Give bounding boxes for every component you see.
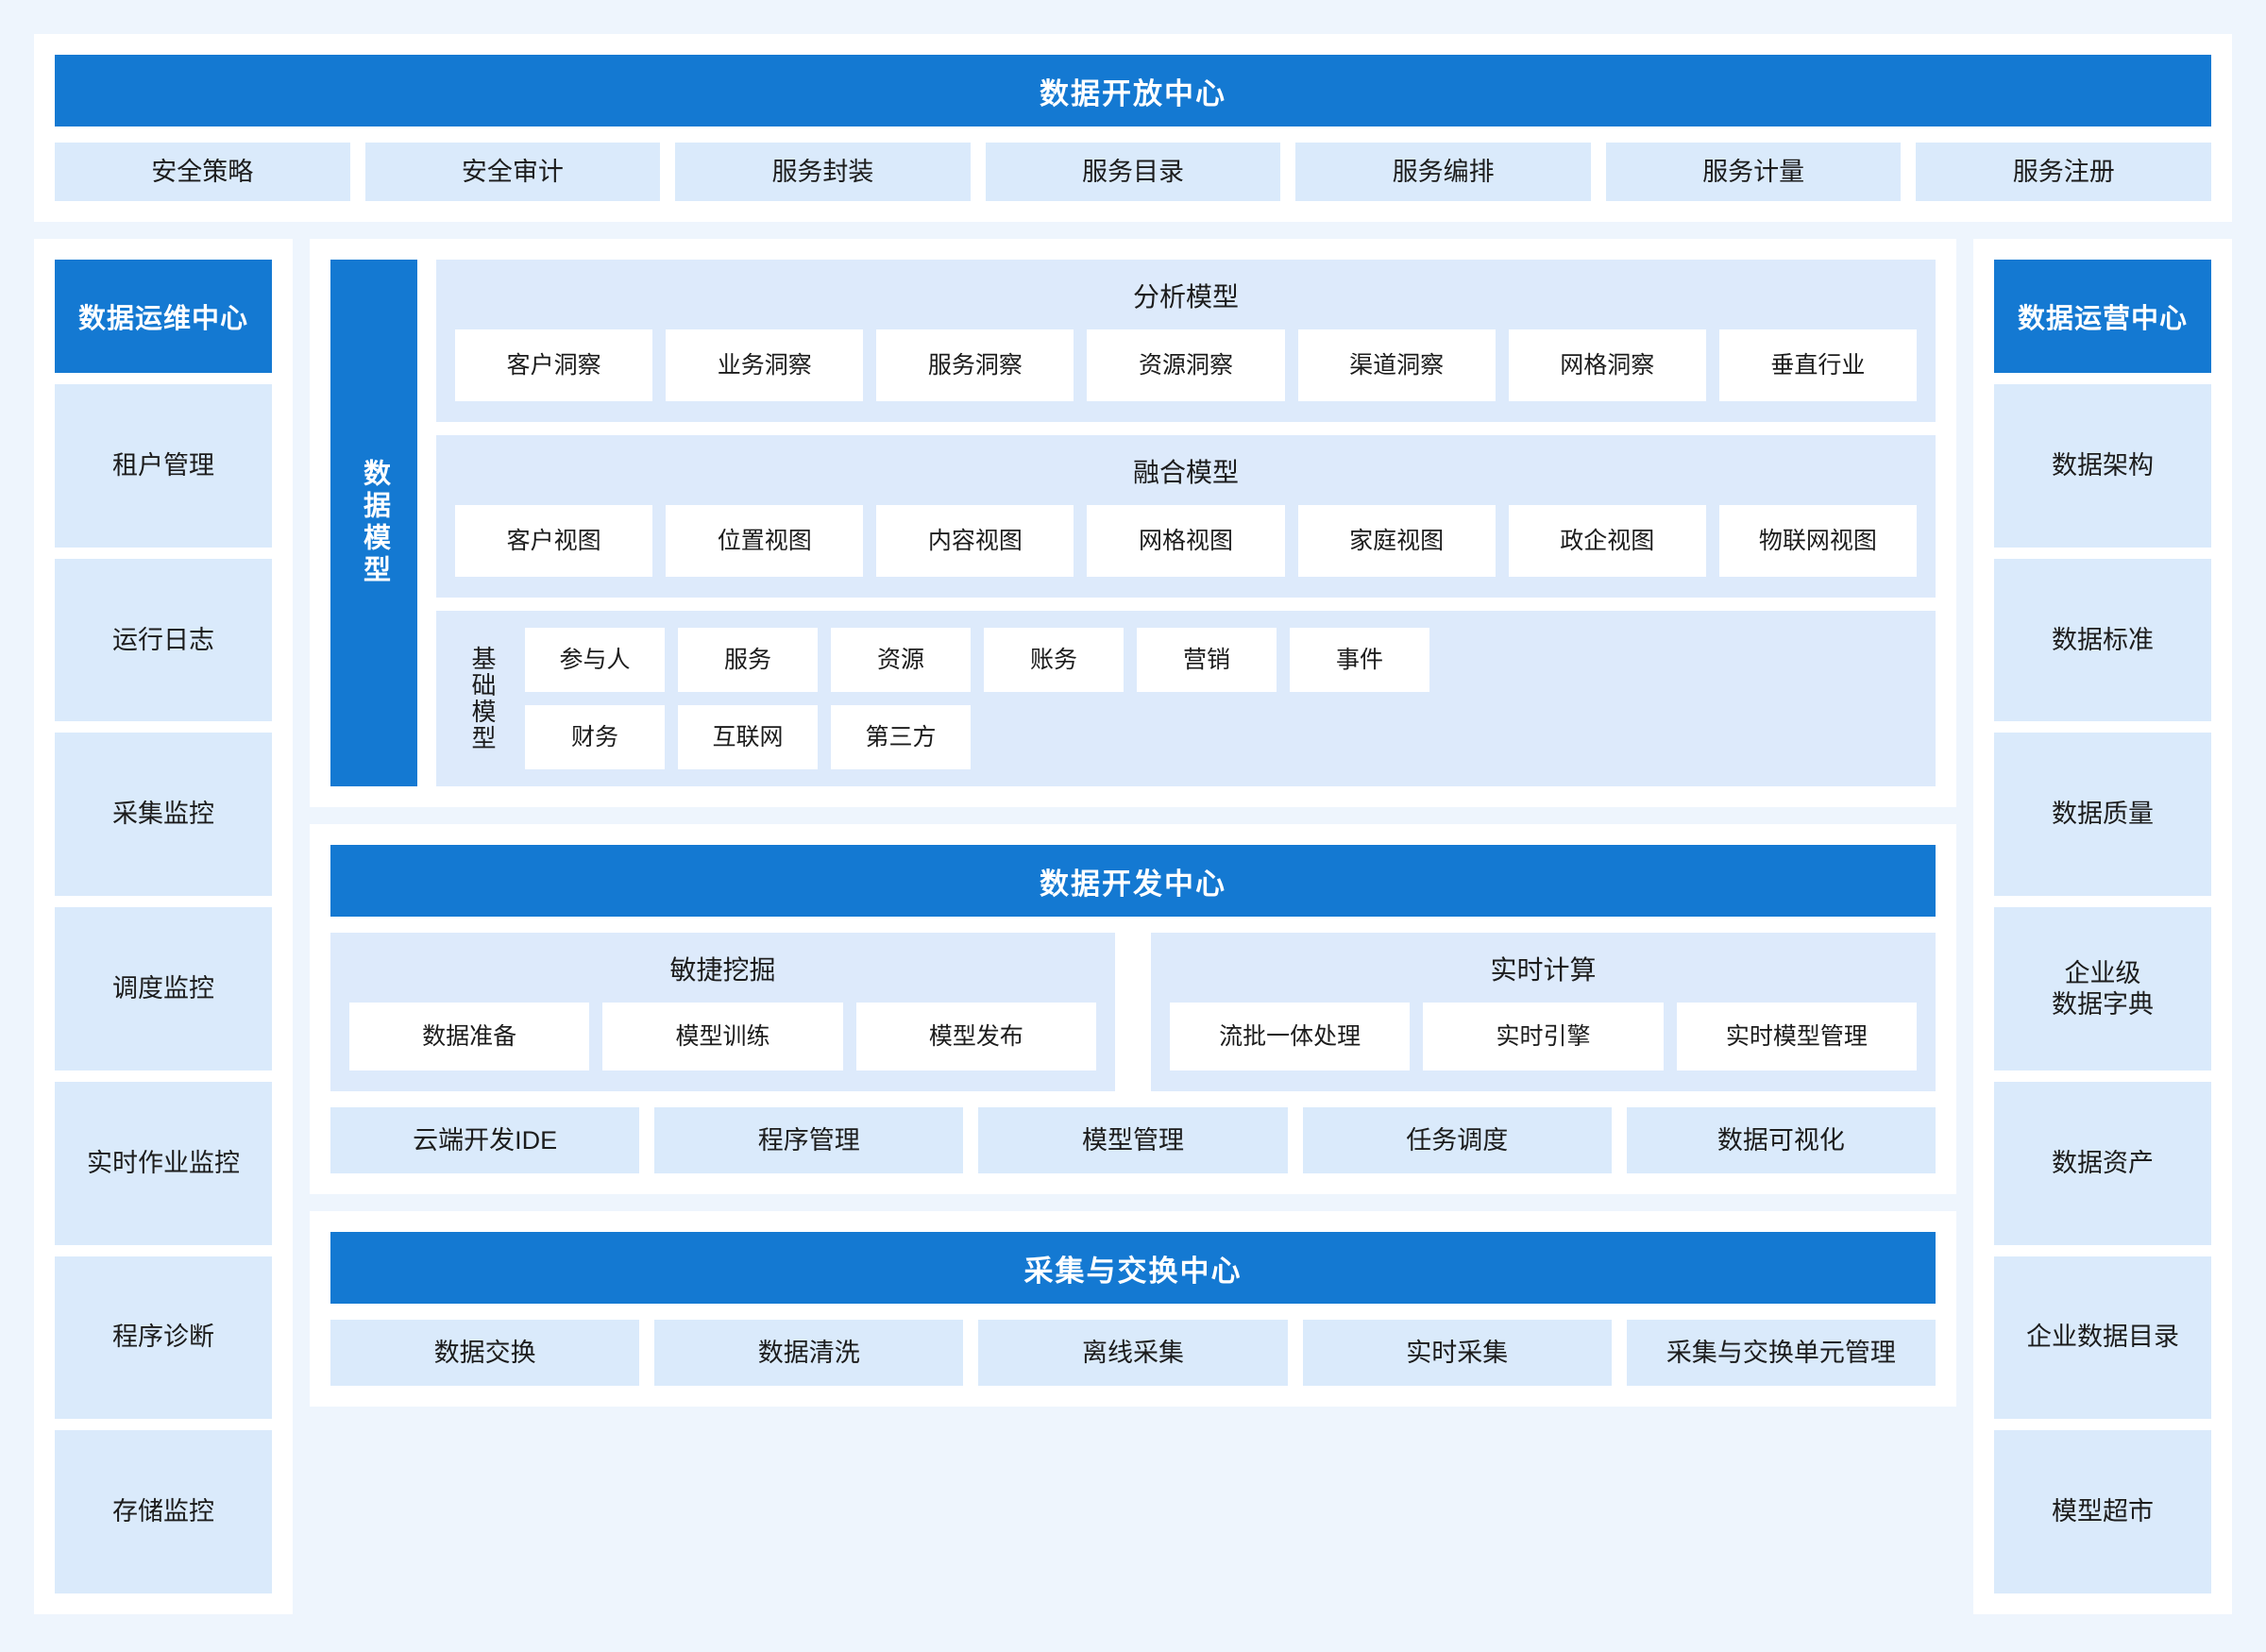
- ops-center-item-2[interactable]: 采集监控: [55, 733, 272, 897]
- collect-center-item-1[interactable]: 数据清洗: [654, 1320, 964, 1386]
- open-center-item-6[interactable]: 服务注册: [1916, 143, 2212, 201]
- collect-center-panel: 采集与交换中心 数据交换 数据清洗 离线采集 实时采集 采集与交换单元管理: [310, 1211, 1956, 1407]
- fusion-model-item-4[interactable]: 家庭视图: [1297, 505, 1496, 577]
- ops-center-panel: 数据运维中心 租户管理 运行日志 采集监控 调度监控 实时作业监控 程序诊断 存…: [34, 239, 293, 1614]
- open-center-item-5[interactable]: 服务计量: [1605, 143, 1902, 201]
- fusion-model-item-6[interactable]: 物联网视图: [1718, 505, 1917, 577]
- open-center-panel: 数据开放中心 安全策略 安全审计 服务封装 服务目录 服务编排 服务计量 服务注…: [34, 34, 2232, 222]
- analysis-model-item-4[interactable]: 渠道洞察: [1297, 329, 1496, 401]
- base-model-group: 基础模型 参与人 服务 资源 账务 营销 事件: [436, 611, 1936, 786]
- dev-center-bottom-items: 云端开发IDE 程序管理 模型管理 任务调度 数据可视化: [330, 1107, 1936, 1173]
- collect-center-items: 数据交换 数据清洗 离线采集 实时采集 采集与交换单元管理: [330, 1320, 1936, 1386]
- collect-center-item-4[interactable]: 采集与交换单元管理: [1626, 1320, 1936, 1386]
- operation-center-panel: 数据运营中心 数据架构 数据标准 数据质量 企业级数据字典 数据资产 企业数据目…: [1973, 239, 2232, 1614]
- fusion-model-item-2[interactable]: 内容视图: [876, 505, 1074, 577]
- base-model-item-8[interactable]: 第三方: [831, 705, 971, 769]
- fusion-model-items: 客户视图 位置视图 内容视图 网格视图 家庭视图 政企视图 物联网视图: [455, 505, 1917, 577]
- data-model-side-label-text: 数据模型: [359, 459, 390, 587]
- operation-center-item-1[interactable]: 数据标准: [1994, 558, 2211, 722]
- analysis-model-item-3[interactable]: 资源洞察: [1087, 329, 1285, 401]
- base-model-item-6[interactable]: 财务: [525, 705, 665, 769]
- ops-center-item-0[interactable]: 租户管理: [55, 384, 272, 548]
- analysis-model-title: 分析模型: [1132, 282, 1239, 312]
- collect-center-title: 采集与交换中心: [330, 1232, 1936, 1304]
- collect-center-item-2[interactable]: 离线采集: [978, 1320, 1288, 1386]
- ops-center-title: 数据运维中心: [55, 260, 272, 373]
- open-center-item-3[interactable]: 服务目录: [985, 143, 1281, 201]
- ops-center-item-5[interactable]: 程序诊断: [55, 1256, 272, 1420]
- analysis-model-item-1[interactable]: 业务洞察: [666, 329, 864, 401]
- dev-center-bottom-item-3[interactable]: 任务调度: [1302, 1107, 1612, 1173]
- agile-mining-items: 数据准备 模型训练 模型发布: [349, 1003, 1096, 1070]
- operation-center-item-4[interactable]: 数据资产: [1994, 1081, 2211, 1245]
- base-model-item-4[interactable]: 营销: [1137, 628, 1277, 692]
- fusion-model-group: 融合模型 客户视图 位置视图 内容视图 网格视图 家庭视图 政企视图 物联网视图: [436, 435, 1936, 598]
- analysis-model-item-0[interactable]: 客户洞察: [455, 329, 653, 401]
- operation-center-title: 数据运营中心: [1994, 260, 2211, 373]
- dev-center-bottom-item-4[interactable]: 数据可视化: [1626, 1107, 1936, 1173]
- main-body: 数据运维中心 租户管理 运行日志 采集监控 调度监控 实时作业监控 程序诊断 存…: [34, 239, 2232, 1614]
- open-center-item-0[interactable]: 安全策略: [55, 143, 350, 201]
- open-center-items: 安全策略 安全审计 服务封装 服务目录 服务编排 服务计量 服务注册: [55, 143, 2212, 201]
- open-center-item-1[interactable]: 安全审计: [364, 143, 661, 201]
- base-model-rows: 参与人 服务 资源 账务 营销 事件 财务 互联网 第三方: [525, 628, 1917, 769]
- realtime-compute-title: 实时计算: [1490, 955, 1597, 985]
- realtime-compute-group: 实时计算 流批一体处理 实时引擎 实时模型管理: [1151, 933, 1936, 1091]
- agile-mining-title: 敏捷挖掘: [669, 955, 776, 985]
- base-model-row-1: 参与人 服务 资源 账务 营销 事件: [525, 628, 1917, 692]
- analysis-model-item-2[interactable]: 服务洞察: [876, 329, 1074, 401]
- fusion-model-item-1[interactable]: 位置视图: [666, 505, 864, 577]
- agile-mining-item-0[interactable]: 数据准备: [349, 1003, 590, 1070]
- realtime-compute-item-1[interactable]: 实时引擎: [1423, 1003, 1664, 1070]
- dev-center-bottom-item-1[interactable]: 程序管理: [654, 1107, 964, 1173]
- base-model-item-3[interactable]: 账务: [984, 628, 1124, 692]
- ops-center-item-6[interactable]: 存储监控: [55, 1430, 272, 1594]
- analysis-model-item-6[interactable]: 垂直行业: [1718, 329, 1917, 401]
- base-model-label-text: 基础模型: [468, 646, 497, 751]
- realtime-compute-item-2[interactable]: 实时模型管理: [1676, 1003, 1917, 1070]
- ops-center-item-1[interactable]: 运行日志: [55, 558, 272, 722]
- open-center-item-2[interactable]: 服务封装: [675, 143, 971, 201]
- dev-center-groups: 敏捷挖掘 数据准备 模型训练 模型发布 实时计算 流批一体处理 实时引擎 实时模…: [330, 933, 1936, 1091]
- base-model-row-2: 财务 互联网 第三方: [525, 705, 1917, 769]
- analysis-model-items: 客户洞察 业务洞察 服务洞察 资源洞察 渠道洞察 网格洞察 垂直行业: [455, 329, 1917, 401]
- agile-mining-item-2[interactable]: 模型发布: [855, 1003, 1096, 1070]
- fusion-model-item-0[interactable]: 客户视图: [455, 505, 653, 577]
- analysis-model-item-5[interactable]: 网格洞察: [1508, 329, 1706, 401]
- fusion-model-item-5[interactable]: 政企视图: [1508, 505, 1706, 577]
- base-model-item-0[interactable]: 参与人: [525, 628, 665, 692]
- open-center-item-4[interactable]: 服务编排: [1295, 143, 1591, 201]
- operation-center-item-3[interactable]: 企业级数据字典: [1994, 907, 2211, 1070]
- dev-center-panel: 数据开发中心 敏捷挖掘 数据准备 模型训练 模型发布 实时计算 流批一体处: [310, 824, 1956, 1194]
- dev-center-bottom-item-2[interactable]: 模型管理: [978, 1107, 1288, 1173]
- data-model-side-label: 数据模型: [330, 260, 417, 786]
- realtime-compute-items: 流批一体处理 实时引擎 实时模型管理: [1170, 1003, 1917, 1070]
- operation-center-item-5[interactable]: 企业数据目录: [1994, 1256, 2211, 1420]
- agile-mining-item-1[interactable]: 模型训练: [602, 1003, 843, 1070]
- operation-center-item-6[interactable]: 模型超市: [1994, 1430, 2211, 1594]
- dev-center-title: 数据开发中心: [330, 845, 1936, 917]
- base-model-item-5[interactable]: 事件: [1290, 628, 1429, 692]
- base-model-label: 基础模型: [455, 628, 510, 769]
- base-model-item-7[interactable]: 互联网: [678, 705, 818, 769]
- ops-center-item-3[interactable]: 调度监控: [55, 907, 272, 1070]
- operation-center-item-2[interactable]: 数据质量: [1994, 733, 2211, 897]
- open-center-title: 数据开放中心: [55, 55, 2211, 126]
- data-model-panel: 数据模型 分析模型 客户洞察 业务洞察 服务洞察 资源洞察 渠道洞察 网格洞察: [310, 239, 1956, 807]
- base-model-item-1[interactable]: 服务: [678, 628, 818, 692]
- collect-center-item-3[interactable]: 实时采集: [1302, 1320, 1612, 1386]
- collect-center-item-0[interactable]: 数据交换: [330, 1320, 640, 1386]
- dev-center-bottom-item-0[interactable]: 云端开发IDE: [330, 1107, 640, 1173]
- fusion-model-item-3[interactable]: 网格视图: [1087, 505, 1285, 577]
- ops-center-item-4[interactable]: 实时作业监控: [55, 1081, 272, 1245]
- analysis-model-group: 分析模型 客户洞察 业务洞察 服务洞察 资源洞察 渠道洞察 网格洞察 垂直行业: [436, 260, 1936, 422]
- base-model-item-2[interactable]: 资源: [831, 628, 971, 692]
- operation-center-item-0[interactable]: 数据架构: [1994, 384, 2211, 548]
- agile-mining-group: 敏捷挖掘 数据准备 模型训练 模型发布: [330, 933, 1115, 1091]
- realtime-compute-item-0[interactable]: 流批一体处理: [1170, 1003, 1411, 1070]
- fusion-model-title: 融合模型: [1132, 458, 1239, 487]
- data-model-groups: 分析模型 客户洞察 业务洞察 服务洞察 资源洞察 渠道洞察 网格洞察 垂直行业: [436, 260, 1936, 786]
- center-column: 数据模型 分析模型 客户洞察 业务洞察 服务洞察 资源洞察 渠道洞察 网格洞察: [310, 239, 1956, 1614]
